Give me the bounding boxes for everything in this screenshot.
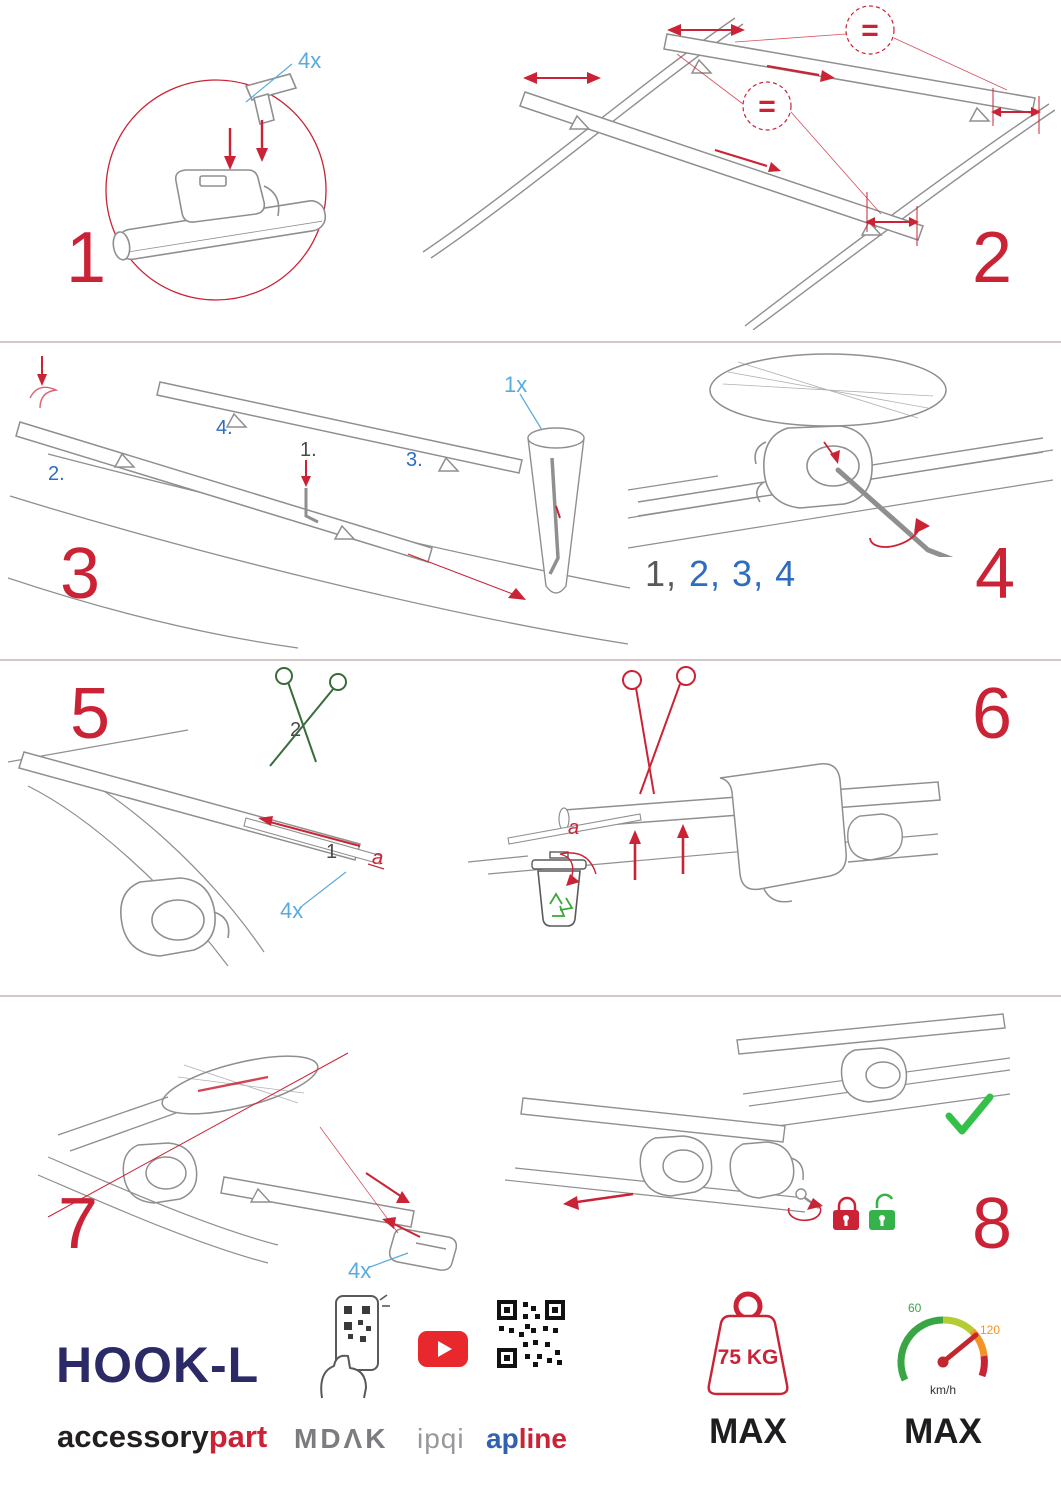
crossbar-end	[220, 1176, 415, 1228]
speed-unit: km/h	[930, 1383, 956, 1397]
clamp-drawing	[120, 877, 230, 957]
front-crossbar	[15, 421, 433, 563]
step3-illustration: 4. 1. 2. 3. 1x	[8, 356, 631, 649]
step3-label-3: 3.	[406, 449, 423, 471]
qr-code-icon	[497, 1300, 565, 1368]
step7-qty-label: 4x	[348, 1258, 371, 1283]
end-cap-piece	[388, 1228, 458, 1271]
step3-label-2: 2.	[48, 463, 65, 485]
weight-value: 75 KG	[718, 1346, 779, 1369]
strip-offcut	[507, 813, 642, 845]
allen-key-small	[304, 488, 319, 524]
equal-symbol-bottom: =	[758, 90, 776, 123]
lock-closed-icon	[833, 1196, 859, 1230]
cone-tool	[527, 427, 585, 594]
logo-apline: apline	[486, 1423, 567, 1455]
insert-arrows	[224, 120, 268, 170]
step6-dim-label: a	[568, 817, 579, 839]
scissors-icon	[622, 666, 696, 795]
step4-sequence-caption: 1, 2, 3, 4	[645, 553, 796, 595]
brand-accessory: accessory	[57, 1419, 209, 1454]
clamp-drawing	[174, 169, 280, 223]
crossbar-bottom-scene	[520, 1097, 786, 1143]
weight-max-label: MAX	[709, 1412, 787, 1451]
recycle-icon	[549, 892, 574, 917]
dimension-arrows	[523, 24, 1041, 246]
crossbar-top-scene	[736, 1013, 1006, 1055]
step4-caption-first: 1,	[645, 553, 678, 594]
step-3-number: 3	[60, 534, 101, 614]
step8-illustration	[505, 1013, 1010, 1230]
step1-qty-label: 4x	[298, 48, 321, 73]
step1-illustration: 4x	[105, 48, 327, 301]
brand-part: part	[208, 1419, 268, 1454]
check-icon	[945, 1093, 994, 1135]
weight-limit-icon: 75 KG	[707, 1291, 789, 1396]
product-name: HOOK-L	[56, 1337, 260, 1393]
logo-apline-red: line	[518, 1423, 567, 1454]
alignment-line	[47, 1052, 349, 1218]
cover-piece	[719, 763, 847, 903]
section-divider-3	[0, 995, 1061, 997]
step-7-number: 7	[58, 1184, 99, 1264]
step5-dim-label: a	[372, 847, 383, 869]
section-divider-2	[0, 659, 1061, 661]
step-4-number: 4	[975, 534, 1016, 614]
discard-curl	[559, 852, 597, 886]
step3-qty-label: 1x	[504, 372, 527, 397]
speed-max-label: MAX	[904, 1412, 982, 1451]
push-up-arrows	[629, 824, 689, 880]
trash-bin-icon	[531, 851, 587, 927]
clamps-bottom-scene	[639, 1135, 804, 1199]
lock-open-icon	[869, 1193, 895, 1230]
rear-crossbar	[156, 381, 523, 474]
step7-illustration: 4x	[37, 1052, 458, 1283]
step4-illustration	[628, 353, 1053, 557]
clamp-top-scene	[840, 1047, 908, 1103]
step3-label-1: 1.	[300, 439, 317, 461]
step3-label-4: 4.	[216, 417, 233, 439]
speed-high: 120	[980, 1323, 1000, 1337]
insert-arrow	[258, 816, 361, 847]
crossbar-bottom	[519, 91, 924, 241]
allen-key	[835, 467, 954, 557]
gauge-needle	[940, 1332, 979, 1365]
step-6-number: 6	[972, 674, 1013, 754]
step-2-number: 2	[972, 218, 1013, 298]
step5-qty-label: 4x	[280, 898, 303, 923]
right-clamp	[847, 813, 939, 863]
speed-low: 60	[908, 1301, 922, 1315]
speed-limit-icon: 60 120 km/h	[897, 1301, 1000, 1397]
top-left-arrow	[29, 356, 59, 409]
step-5-number: 5	[70, 674, 111, 754]
brand-wordmark: accessorypart	[57, 1419, 267, 1455]
equal-callouts: = =	[676, 5, 1008, 215]
logo-apline-blue: ap	[486, 1423, 519, 1454]
phone-scan-icon	[320, 1294, 390, 1399]
step4-caption-rest: 2, 3, 4	[689, 553, 797, 594]
hand-shape	[320, 1354, 367, 1399]
step6-illustration: a	[468, 666, 941, 927]
equal-symbol-top: =	[861, 14, 879, 47]
logo-ipqi: ipqi	[417, 1423, 465, 1454]
step-1-number: 1	[66, 218, 107, 298]
step5-cut-order: 2	[290, 719, 301, 741]
logo-mdak: MDΛK	[294, 1423, 389, 1454]
scissors-icon	[269, 667, 347, 767]
youtube-icon	[418, 1331, 468, 1367]
slide-arrow	[563, 1192, 634, 1210]
section-divider-1	[0, 341, 1061, 343]
insert-arrows	[365, 1172, 421, 1238]
roof-rails	[37, 1156, 279, 1264]
step-8-number: 8	[972, 1184, 1013, 1264]
step5-insert-order: 1	[326, 841, 337, 863]
key-and-rotation	[787, 1188, 823, 1222]
step2-illustration: = =	[422, 5, 1055, 330]
bracket-part-drawing	[244, 73, 298, 126]
clamp-drawing	[122, 1142, 198, 1204]
step5-illustration: 2 1 a 4x	[8, 667, 385, 967]
rubber-strip	[243, 817, 383, 865]
clamp-closeup	[754, 425, 873, 509]
